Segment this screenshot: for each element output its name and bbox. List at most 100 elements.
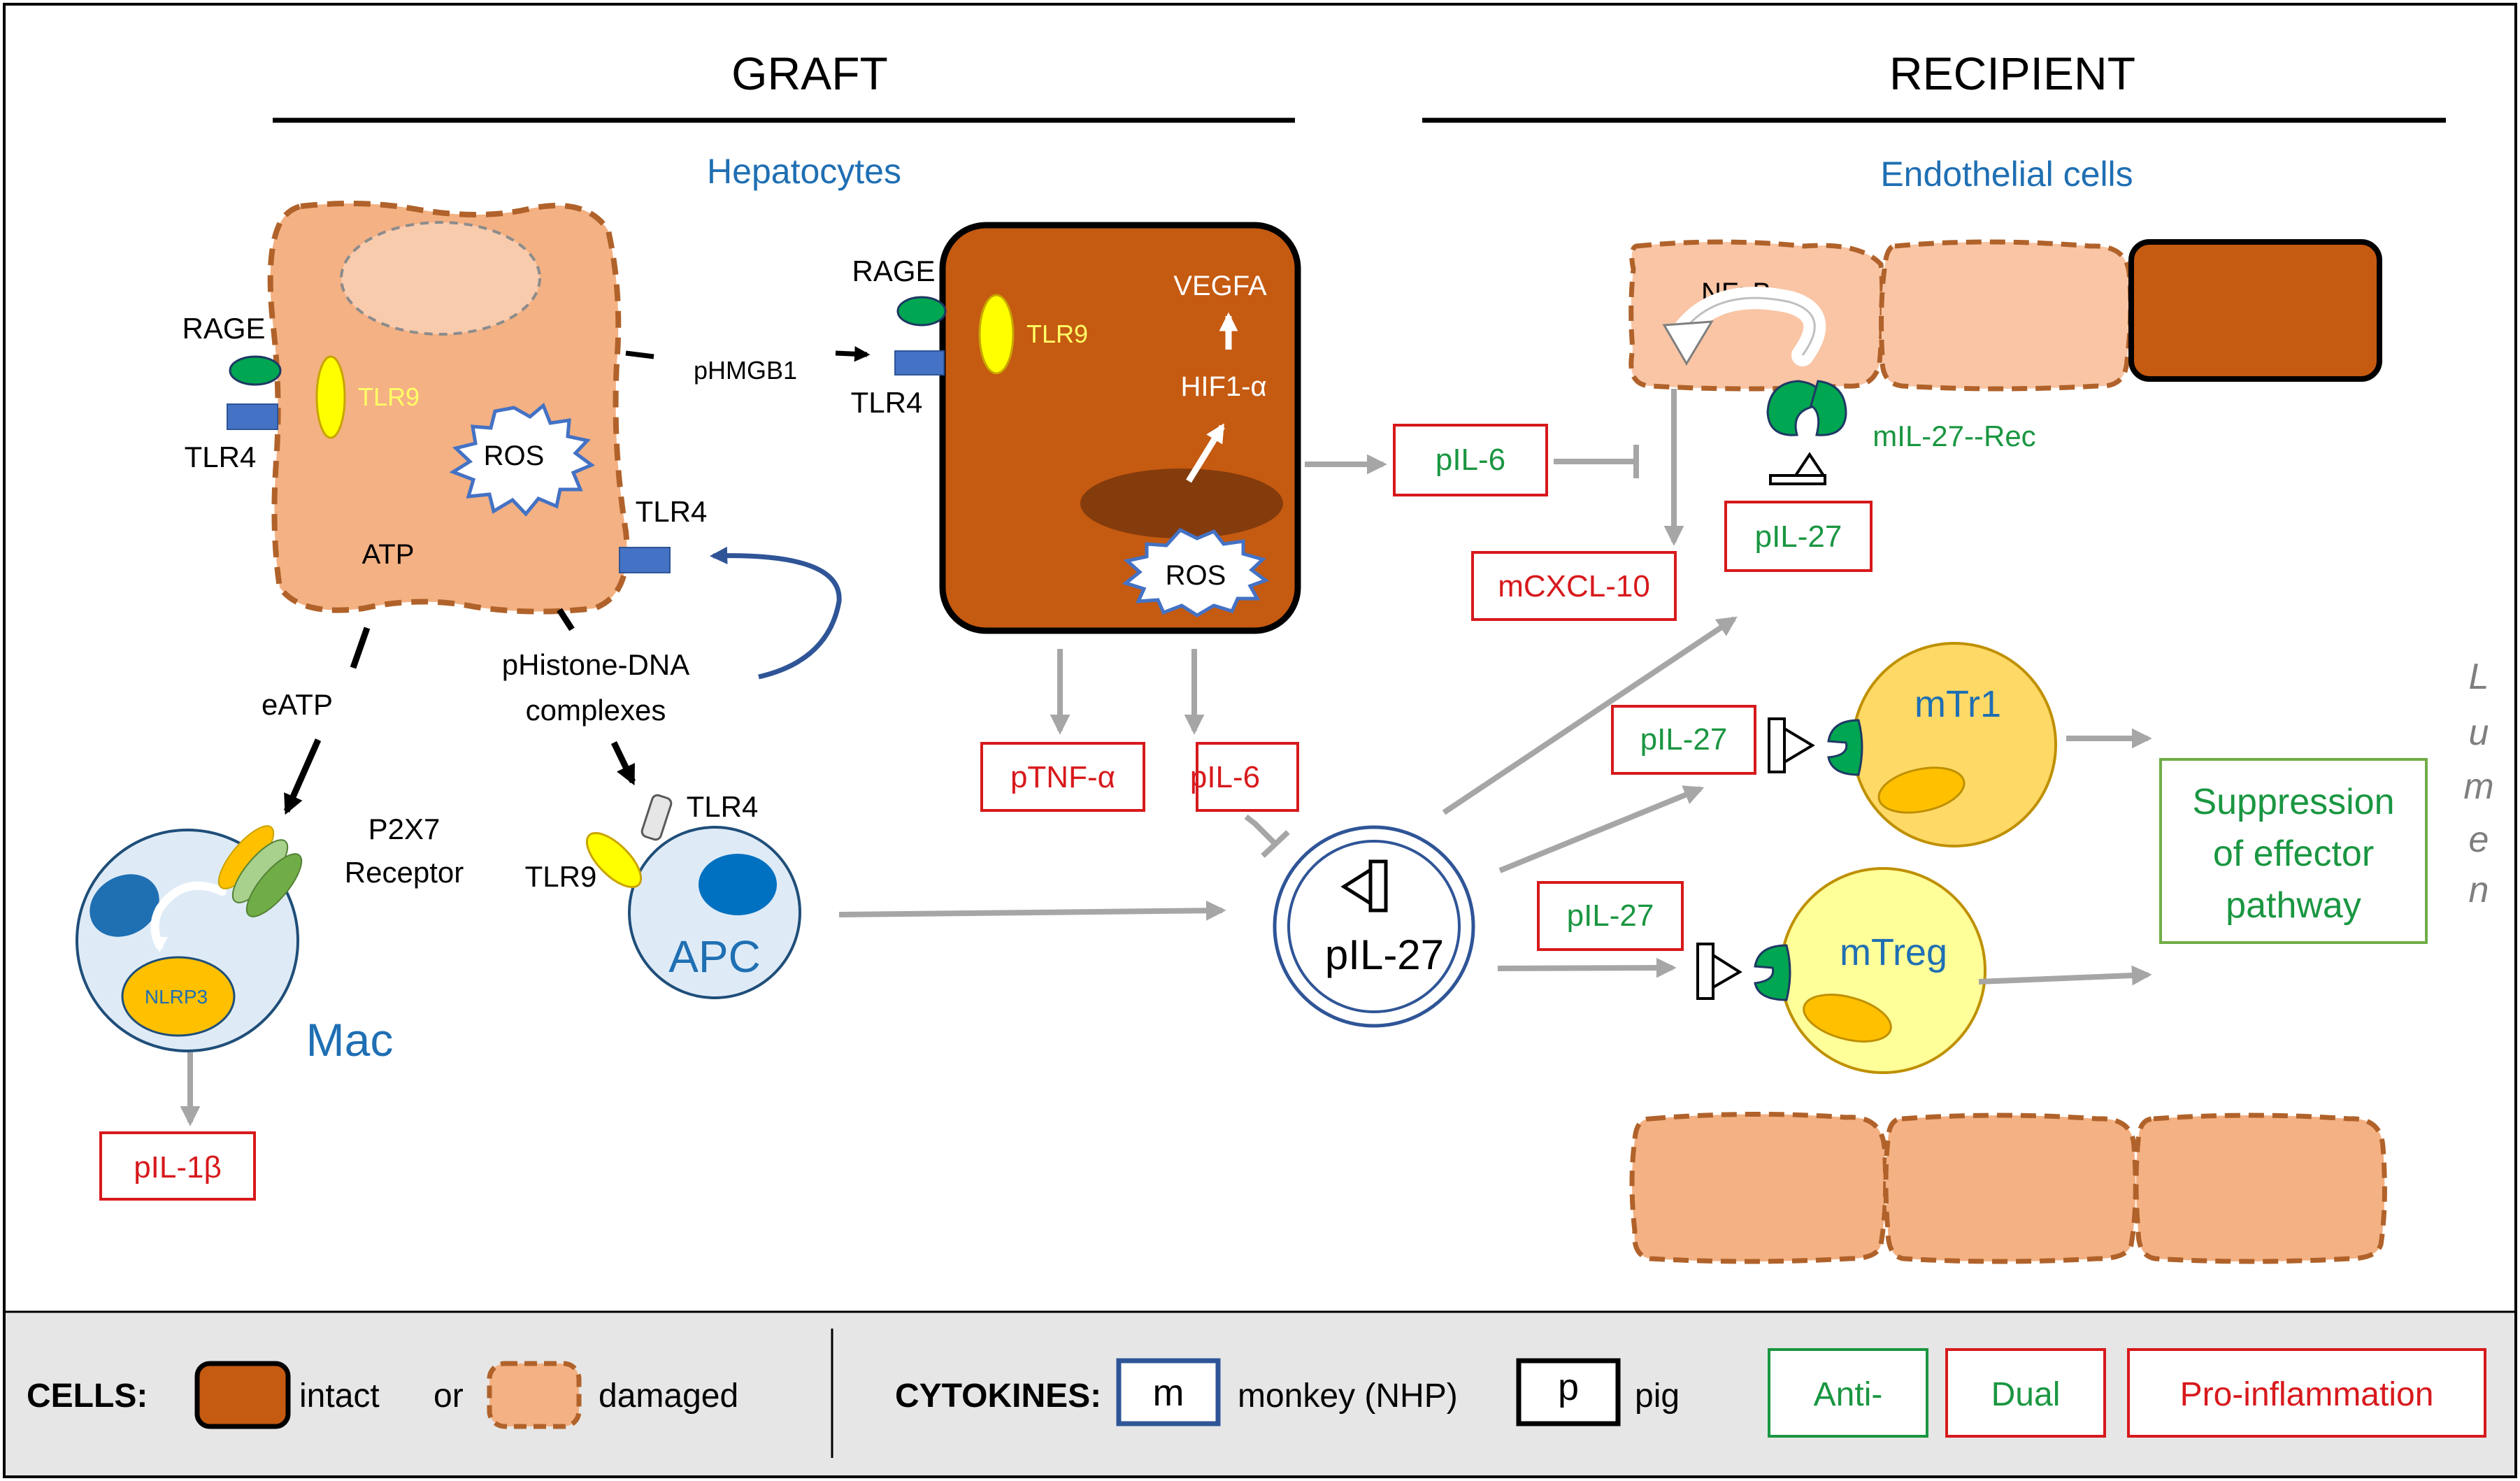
mtr1-label: mTr1 — [1914, 683, 2001, 725]
mac-nucleus — [90, 874, 159, 937]
endothelial-cell-1 — [1628, 239, 1885, 392]
pil1b-box — [99, 1131, 256, 1201]
nlrp3-label: NLRP3 — [145, 986, 208, 1008]
legend-dual-label: Dual — [1991, 1376, 2061, 1413]
eatp-stub — [350, 627, 371, 669]
legend-damaged-swatch — [487, 1361, 582, 1429]
nucleus-to-hif-arrow — [1186, 423, 1225, 483]
pil27-tr1-box — [1611, 705, 1756, 775]
mtreg-receptor-icon — [1754, 944, 1791, 1001]
pil6-upper-box — [1393, 424, 1548, 496]
mac-label: Mac — [306, 1014, 394, 1066]
p2x7-label-1: P2X7 — [368, 813, 441, 845]
mtreg-label: mTreg — [1840, 931, 1947, 973]
histone-arrow — [610, 741, 636, 786]
intact-tlr9-receptor-icon — [978, 294, 1015, 375]
apc-cell: APC — [585, 794, 801, 999]
mtreg-to-suppression-arrow — [1978, 965, 2152, 986]
legend-p-key: p — [1558, 1366, 1579, 1408]
tlr4-receptor-icon — [227, 403, 278, 430]
hepatocytes-label: Hepatocytes — [707, 152, 901, 191]
damaged-hepatocyte: ROS TLR9 ATP — [267, 201, 630, 615]
vegfa-label: VEGFA — [1173, 271, 1267, 301]
histone-label-1: pHistone-DNA — [502, 648, 689, 681]
rage-label: RAGE — [182, 312, 265, 345]
suppression-label-3: pathway — [2226, 885, 2361, 926]
macrophage: NLRP3 — [76, 825, 303, 1052]
pil27-ligand-icon — [1340, 866, 1373, 907]
ros-burst-icon — [449, 402, 596, 517]
nfkb-curved-arrow-edge — [1684, 296, 1816, 356]
mtreg-ligand-icon — [1712, 952, 1742, 990]
pil27-treg-label: pIL-27 — [1567, 899, 1654, 933]
legend-cells-label: CELLS: — [27, 1378, 148, 1415]
bottom-endothelial-cell-1 — [1629, 1111, 1889, 1264]
legend-m-key: m — [1153, 1372, 1184, 1414]
suppression-box — [2159, 758, 2428, 944]
endothelial-cell-2 — [1879, 239, 2133, 392]
pil27-stalk-icon — [1368, 859, 1388, 913]
histone-label-2: complexes — [526, 694, 666, 727]
legend-pig-swatch — [1516, 1358, 1621, 1426]
pil6-upper-label: pIL-6 — [1436, 443, 1505, 477]
lumen-letter-5: n — [2469, 870, 2489, 910]
tlr9-label: TLR9 — [358, 382, 420, 411]
legend-intact-label: intact — [299, 1378, 380, 1415]
legend-cytokines-label: CYTOKINES: — [895, 1378, 1101, 1415]
il27-to-endothelium-arrow — [1442, 616, 1738, 815]
lumen-letter-3: m — [2463, 766, 2493, 807]
hmgb1-stub — [625, 350, 654, 359]
pil27-upper-label: pIL-27 — [1755, 520, 1842, 554]
pil27-ligand-base-icon — [1769, 474, 1826, 485]
nfkb-arrowhead — [1662, 320, 1714, 366]
mcxcl10-label: mCXCL-10 — [1498, 569, 1650, 603]
apc-tlr4-label: TLR4 — [687, 790, 759, 823]
phmgb1-label: pHMGB1 — [694, 356, 797, 385]
intact-rage-receptor-icon — [896, 296, 947, 327]
intact-tlr9-label: TLR9 — [1026, 320, 1088, 348]
lumen-label: L u m e n — [2463, 657, 2493, 910]
atp-label: ATP — [362, 539, 415, 570]
legend-monkey-label: monkey (NHP) — [1238, 1378, 1458, 1415]
legend-intact-swatch — [194, 1361, 291, 1429]
nlrp3-icon — [121, 956, 236, 1037]
il27-to-tr1-arrow — [1498, 785, 1705, 873]
pil6-lower-label: pIL-6 — [1190, 760, 1260, 794]
legend-anti-label: Anti- — [1814, 1376, 1883, 1413]
legend-pro-label: Pro-inflammation — [2180, 1376, 2434, 1413]
p2x7-subunit-green — [245, 853, 303, 917]
legend-or-label: or — [434, 1378, 464, 1415]
bottom-endothelial-cell-2 — [1883, 1112, 2138, 1264]
mtr1-nucleus — [1877, 766, 1966, 814]
mtr1-receptor-icon — [1827, 719, 1863, 776]
pil6-lower-box — [1196, 742, 1299, 812]
tlr9-receptor-icon — [315, 355, 346, 439]
hif-label: HIF1-α — [1180, 371, 1266, 402]
bottom-endothelial-cell-3 — [2133, 1112, 2387, 1264]
eatp-arrow — [283, 738, 322, 815]
pil6-inhibit-bar — [1261, 830, 1290, 858]
legend-pro-box — [2127, 1348, 2486, 1438]
pil27-treg-box — [1537, 881, 1684, 951]
mtr1-cell — [1852, 642, 2057, 847]
endothelial-label: Endothelial cells — [1880, 155, 2133, 194]
intact-rage-label: RAGE — [852, 255, 935, 287]
nucleus — [340, 221, 541, 336]
apc-nucleus — [699, 854, 777, 915]
eatp-label: eATP — [262, 688, 333, 721]
rage-receptor-icon — [229, 355, 282, 386]
pil1b-label: pIL-1β — [134, 1150, 222, 1185]
intact-ros-label: ROS — [1166, 560, 1226, 591]
suppression-label-2: of effector — [2213, 833, 2374, 874]
legend-anti-box — [1768, 1348, 1928, 1438]
mtreg-nucleus — [1803, 994, 1892, 1043]
pil27-inner-ring — [1287, 840, 1461, 1013]
mtr1-ligand-stalk-icon — [1768, 717, 1786, 773]
legend-monkey-swatch — [1116, 1358, 1221, 1426]
mtreg-ligand-stalk-icon — [1696, 943, 1714, 1000]
endothelial-cell-intact — [2128, 239, 2382, 382]
mac-curved-arrow — [150, 881, 227, 950]
graft-header: GRAFT — [731, 48, 888, 99]
tlr4-right-label: TLR4 — [636, 495, 708, 528]
